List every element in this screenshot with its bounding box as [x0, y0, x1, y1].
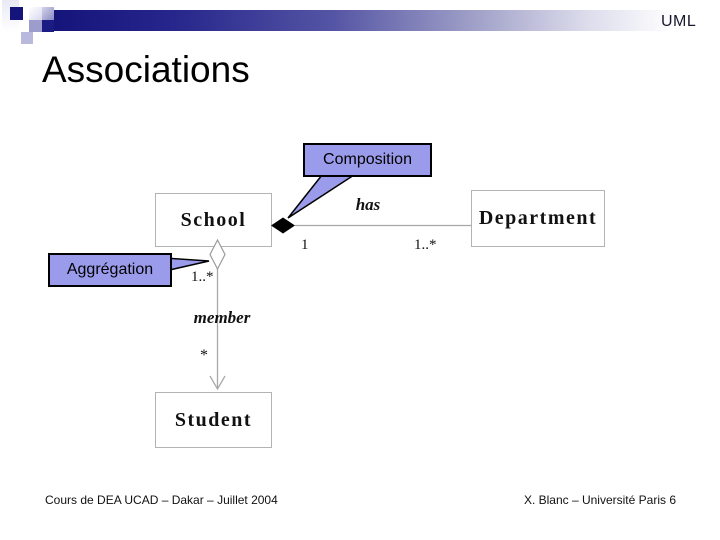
decor-square-medium	[29, 20, 42, 32]
multiplicity-department-has: 1..*	[414, 237, 437, 253]
class-box-student: Student	[155, 392, 272, 448]
header-gradient-bar	[54, 10, 720, 31]
callout-composition: Composition	[303, 143, 432, 177]
header-logo-uml: UML	[661, 13, 697, 30]
class-name-school: School	[180, 208, 247, 231]
callout-aggregation: Aggrégation	[48, 253, 172, 287]
class-box-department: Department	[471, 190, 605, 247]
association-label-member: member	[193, 308, 251, 327]
navigability-arrow-icon	[209, 375, 226, 391]
decor-square-light	[29, 7, 42, 20]
footer-author-info: X. Blanc – Université Paris 6	[523, 493, 676, 507]
composition-diamond-icon	[271, 217, 295, 234]
decor-square-lavender	[21, 32, 33, 44]
class-name-department: Department	[478, 207, 598, 229]
multiplicity-student-member: *	[200, 347, 208, 364]
class-name-student: Student	[174, 408, 253, 431]
decor-square-navy-small	[42, 20, 54, 32]
footer-course-info: Cours de DEA UCAD – Dakar – Juillet 2004	[45, 493, 278, 507]
page-title: Associations	[42, 49, 250, 90]
association-label-has: has	[355, 195, 381, 214]
decor-square-gradient	[42, 7, 54, 20]
multiplicity-school-member: 1..*	[191, 269, 214, 285]
class-box-school: School	[155, 193, 272, 247]
multiplicity-school-has: 1	[301, 237, 309, 253]
decor-square-navy	[10, 7, 23, 20]
